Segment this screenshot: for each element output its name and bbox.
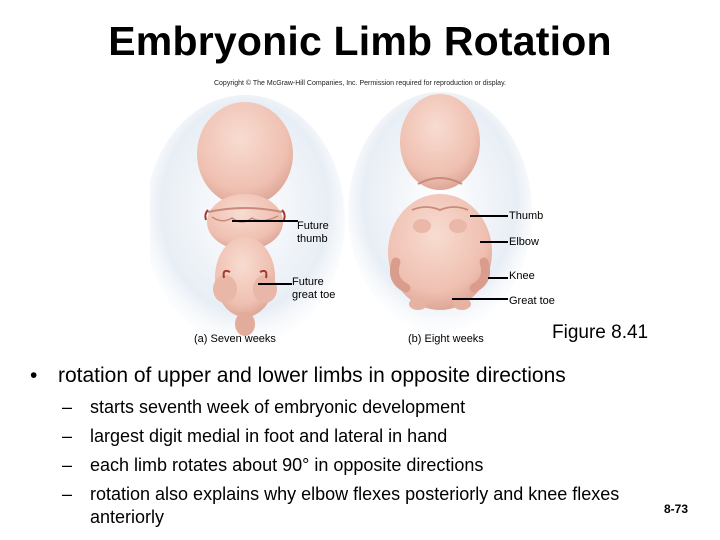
leader-future-great-toe bbox=[258, 283, 292, 285]
slide-title: Embryonic Limb Rotation bbox=[0, 18, 720, 65]
subbullet-continuation-text: anteriorly bbox=[90, 506, 164, 529]
main-bullet: •rotation of upper and lower limbs in op… bbox=[30, 364, 566, 388]
subbullet-dash: – bbox=[62, 483, 72, 506]
leader-knee bbox=[488, 277, 508, 279]
figure-number: Figure 8.41 bbox=[552, 322, 648, 344]
subbullet-text: largest digit medial in foot and lateral… bbox=[90, 425, 447, 448]
copyright-notice: Copyright © The McGraw-Hill Companies, I… bbox=[0, 80, 720, 87]
leader-great-toe bbox=[452, 298, 508, 300]
label-great-toe: Great toe bbox=[509, 295, 555, 308]
label-future-great-toe: Future great toe bbox=[292, 276, 335, 302]
subbullet-text: starts seventh week of embryonic develop… bbox=[90, 396, 465, 419]
leader-thumb bbox=[470, 215, 508, 217]
label-knee: Knee bbox=[509, 270, 535, 283]
subbullet-text: each limb rotates about 90° in opposite … bbox=[90, 454, 483, 477]
leader-future-thumb bbox=[232, 220, 298, 222]
bullet-symbol: • bbox=[30, 364, 58, 388]
subbullet-dash: – bbox=[62, 454, 72, 477]
label-thumb: Thumb bbox=[509, 210, 543, 223]
label-future-thumb: Future thumb bbox=[297, 220, 329, 246]
label-elbow: Elbow bbox=[509, 236, 539, 249]
slide-number: 8-73 bbox=[664, 502, 688, 516]
subbullet-text: rotation also explains why elbow flexes … bbox=[90, 483, 619, 506]
caption-seven-weeks: (a) Seven weeks bbox=[194, 333, 276, 345]
subbullet-dash: – bbox=[62, 425, 72, 448]
subbullet-dash: – bbox=[62, 396, 72, 419]
bullet-text: rotation of upper and lower limbs in opp… bbox=[58, 364, 566, 387]
caption-eight-weeks: (b) Eight weeks bbox=[408, 333, 484, 345]
leader-elbow bbox=[480, 241, 508, 243]
